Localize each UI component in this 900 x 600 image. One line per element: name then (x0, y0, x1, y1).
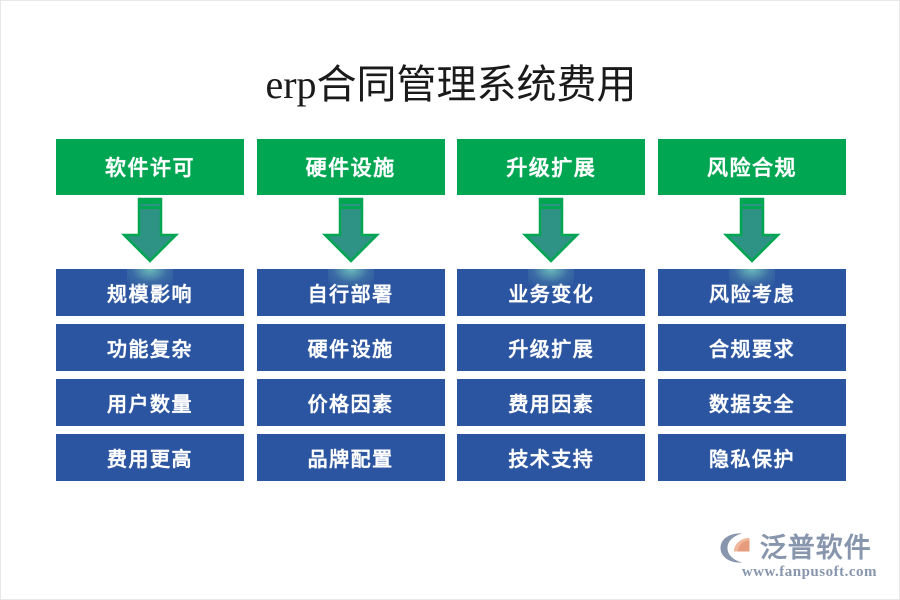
flow-item: 价格因素 (256, 379, 445, 426)
company-logo: 泛普软件 www.fanpusoft.com (718, 531, 877, 581)
logo-row: 泛普软件 (718, 531, 872, 565)
arrow-zone-4 (658, 195, 846, 269)
flow-column-2: 硬件设施 自行部署 硬件设施 价格因素 品牌配置 (256, 139, 445, 481)
flow-item: 费用更高 (56, 434, 244, 481)
column-header-3: 升级扩展 (457, 139, 646, 195)
flow-item: 风险考虑 (657, 269, 846, 316)
flow-column-3: 升级扩展 业务变化 升级扩展 费用因素 技术支持 (457, 139, 646, 481)
down-arrow-icon (121, 197, 179, 263)
flow-item: 隐私保护 (657, 434, 846, 481)
page-title: erp合同管理系统费用 (265, 62, 637, 107)
flow-item: 升级扩展 (457, 324, 646, 371)
flow-item: 费用因素 (457, 379, 646, 426)
flow-item: 技术支持 (457, 434, 646, 481)
flow-item: 品牌配置 (256, 434, 445, 481)
column-header-1: 软件许可 (56, 139, 244, 195)
logo-website-url: www.fanpusoft.com (741, 564, 877, 580)
fanpu-circle-mark-icon (718, 531, 756, 565)
column-header-2: 硬件设施 (256, 139, 445, 195)
flow-item: 功能复杂 (56, 324, 244, 371)
flow-item: 硬件设施 (256, 324, 445, 371)
down-arrow-icon (522, 197, 581, 263)
flow-item: 数据安全 (657, 379, 846, 426)
flow-column-1: 软件许可 规模影响 功能复杂 用户数量 费用更高 (56, 139, 244, 481)
arrow-zone-1 (56, 195, 244, 269)
down-arrow-icon (722, 197, 781, 263)
flow-diagram: 软件许可 规模影响 功能复杂 用户数量 费用更高 硬件设施 (56, 139, 846, 481)
flow-column-4: 风险合规 风险考虑 合规要求 数据安全 隐私保护 (657, 139, 846, 481)
arrow-zone-2 (257, 195, 445, 269)
arrow-zone-3 (457, 195, 645, 269)
flow-item: 合规要求 (657, 324, 846, 371)
flow-item: 用户数量 (56, 379, 244, 426)
logo-company-name: 泛普软件 (759, 533, 872, 563)
down-arrow-icon (321, 197, 380, 263)
flow-item: 规模影响 (56, 269, 244, 316)
flow-item: 自行部署 (256, 269, 445, 316)
column-header-4: 风险合规 (657, 139, 846, 195)
flow-item: 业务变化 (457, 269, 646, 316)
